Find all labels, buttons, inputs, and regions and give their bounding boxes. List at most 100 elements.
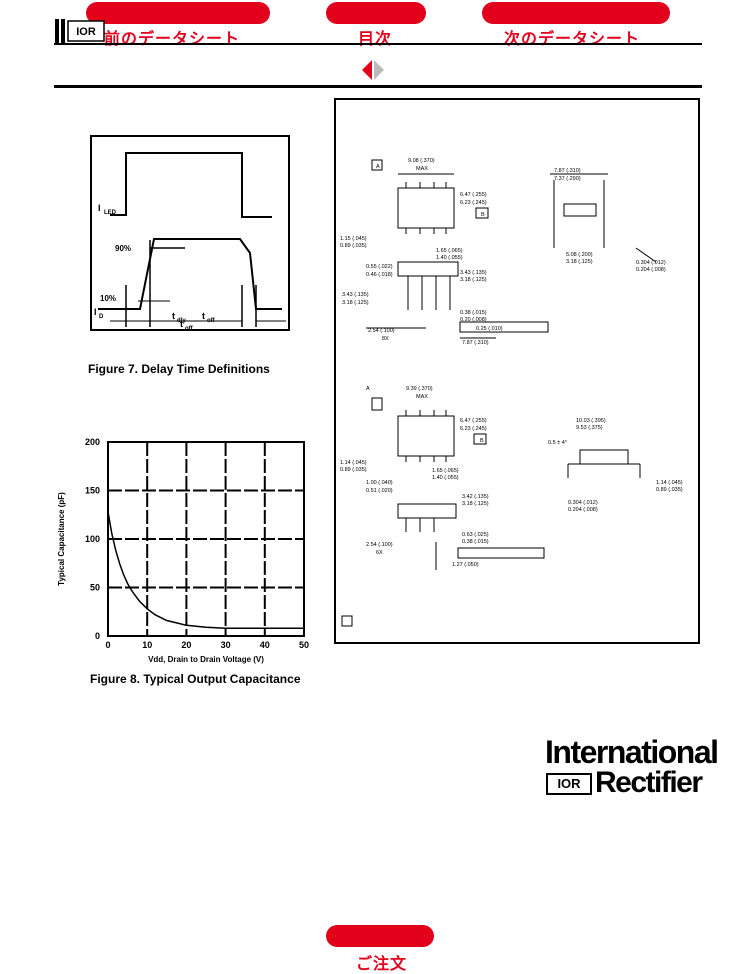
brand-line2: Rectifier (595, 766, 703, 799)
dimension-label: 0.38 (.015) (460, 310, 487, 316)
dimension-label: 1.40 (.055) (436, 255, 463, 261)
dimension-label: 1.40 (.055) (432, 475, 459, 481)
y-axis-label: Typical Capacitance (pF) (57, 492, 66, 586)
dimension-label: A (376, 164, 380, 170)
y-tick-label: 100 (85, 534, 100, 544)
page-arrows[interactable] (360, 58, 386, 82)
dimension-label: 0.89 (.035) (656, 487, 683, 493)
label-t-off-inner: t (180, 319, 183, 329)
dimension-label: 9.08 (.370) (408, 158, 435, 164)
dimension-label: 0.63 (.025) (462, 532, 489, 538)
label-i-led: I (98, 203, 101, 213)
dimension-label: 9.53 (.375) (576, 425, 603, 431)
dimension-label: 7.87 (.310) (462, 340, 489, 346)
x-tick-label: 40 (260, 640, 270, 650)
next-page-arrow-icon[interactable] (374, 60, 384, 80)
index-pill[interactable] (326, 2, 426, 24)
label-t-dly-sub: dly (177, 318, 186, 324)
next-datasheet-pill[interactable] (482, 2, 670, 24)
smd-side-view (567, 449, 641, 478)
dimension-label: 7.87 (.310) (554, 168, 581, 174)
dimension-label: 6.47 (.255) (460, 418, 487, 424)
header-logo-text: IOR (76, 26, 96, 38)
dimension-label: 1.14 (.045) (340, 460, 367, 466)
dimension-label: 1.15 (.045) (340, 236, 367, 242)
dimension-label: 0.25 (.010) (476, 326, 503, 332)
dimension-label: 6.47 (.255) (460, 192, 487, 198)
dimension-label: 6.23 (.245) (460, 426, 487, 432)
label-90-percent: 90% (115, 244, 131, 253)
dimension-label: 3.18 (.125) (462, 501, 489, 507)
y-tick-label: 200 (85, 437, 100, 447)
label-t-off: t (202, 311, 205, 321)
dimension-label: 1.00 (.040) (366, 480, 393, 486)
header-logo: IOR (54, 18, 106, 44)
dimension-label: MAX (416, 394, 428, 400)
dimension-label: 8X (382, 336, 389, 342)
label-t-off-sub: off (207, 318, 216, 324)
dimension-label: 1.14 (.045) (656, 480, 683, 486)
dimension-label: 0.304 (.012) (636, 260, 666, 266)
dimension-label: 0.89 (.035) (340, 243, 367, 249)
dimension-label: 0.51 (.020) (366, 488, 393, 494)
label-t-off-inner-sub: off (185, 326, 194, 331)
x-tick-label: 10 (142, 640, 152, 650)
dimension-label: B (480, 438, 484, 444)
brand-line1: International (545, 734, 719, 770)
dimension-label: 2.54 (.100) (368, 328, 395, 334)
dimension-label: 3.18 (.125) (460, 277, 487, 283)
header-logo-graphic: IOR (55, 19, 105, 43)
dimension-label: 5.08 (.200) (566, 252, 593, 258)
dimension-label: 0.46 (.018) (366, 272, 393, 278)
figure7-caption: Figure 7. Delay Time Definitions (88, 362, 270, 376)
y-tick-label: 0 (95, 631, 100, 641)
label-i-led-sub: LED (104, 210, 117, 216)
header-bottom-rule (54, 85, 702, 88)
dimension-label: MAX (416, 166, 428, 172)
order-link[interactable]: ご注文 (356, 954, 408, 973)
x-tick-label: 50 (299, 640, 309, 650)
dimension-label: 1.65 (.065) (432, 468, 459, 474)
dip-end-view (550, 173, 657, 263)
dimension-label: 3.43 (.135) (342, 292, 369, 298)
dip-top-view (366, 159, 549, 339)
package-outline-panel: A 9.08 (.370) MAX B 6.47 (.255) 6.23 (.245) 1.… (334, 98, 700, 644)
prev-page-arrow-icon[interactable] (362, 60, 372, 80)
brand-logo-text: IOR (557, 776, 581, 791)
next-datasheet-link[interactable]: 次のデータシート (504, 29, 641, 48)
dimension-label: 2.54 (.100) (366, 542, 393, 548)
header-top-rule (54, 43, 702, 45)
dimension-label: 6.23 (.245) (460, 200, 487, 206)
dimension-label: 3.18 (.125) (566, 259, 593, 265)
dimension-label: 3.18 (.125) (342, 300, 369, 306)
y-tick-label: 50 (90, 583, 100, 593)
label-t-dly: t (172, 311, 175, 321)
dimension-label: 0.38 (.015) (462, 539, 489, 545)
dimension-label: 0.204 (.008) (636, 267, 666, 273)
brand-logo-box: IOR (546, 773, 592, 795)
dimension-label: 0.89 (.035) (340, 467, 367, 473)
dimension-label: B (481, 212, 485, 218)
index-link[interactable]: 目次 (358, 29, 393, 48)
dimension-label: 9.39 (.370) (406, 386, 433, 392)
figure7-diagram: I LED 90% 10% I D t dly t off t off (90, 135, 290, 332)
dimension-label: 0.5 ± 4° (548, 440, 567, 446)
dimension-label: A (366, 386, 370, 392)
label-i-b-sub: D (99, 314, 104, 320)
dimension-label: 0.304 (.012) (568, 500, 598, 506)
dimension-label: 1.65 (.065) (436, 248, 463, 254)
capacitance-line (107, 511, 304, 629)
label-i-b: I (94, 307, 97, 317)
prev-datasheet-pill[interactable] (86, 2, 270, 24)
dimension-label: 3.42 (.135) (462, 494, 489, 500)
dimension-label: 0.55 (.022) (366, 264, 393, 270)
dimension-label: 1.27 (.050) (452, 562, 479, 568)
x-tick-label: 0 (105, 640, 110, 650)
y-tick-label: 150 (85, 486, 100, 496)
x-axis-label: Vdd, Drain to Drain Voltage (V) (148, 655, 264, 664)
dimension-label: 7.37 (.290) (554, 176, 581, 182)
prev-datasheet-link[interactable]: 前のデータシート (104, 29, 241, 48)
order-pill[interactable] (326, 925, 434, 947)
dimension-label: 6X (376, 550, 383, 556)
package-outline-drawing: A 9.08 (.370) MAX B 6.47 (.255) 6.23 (.245) 1.… (340, 158, 683, 627)
